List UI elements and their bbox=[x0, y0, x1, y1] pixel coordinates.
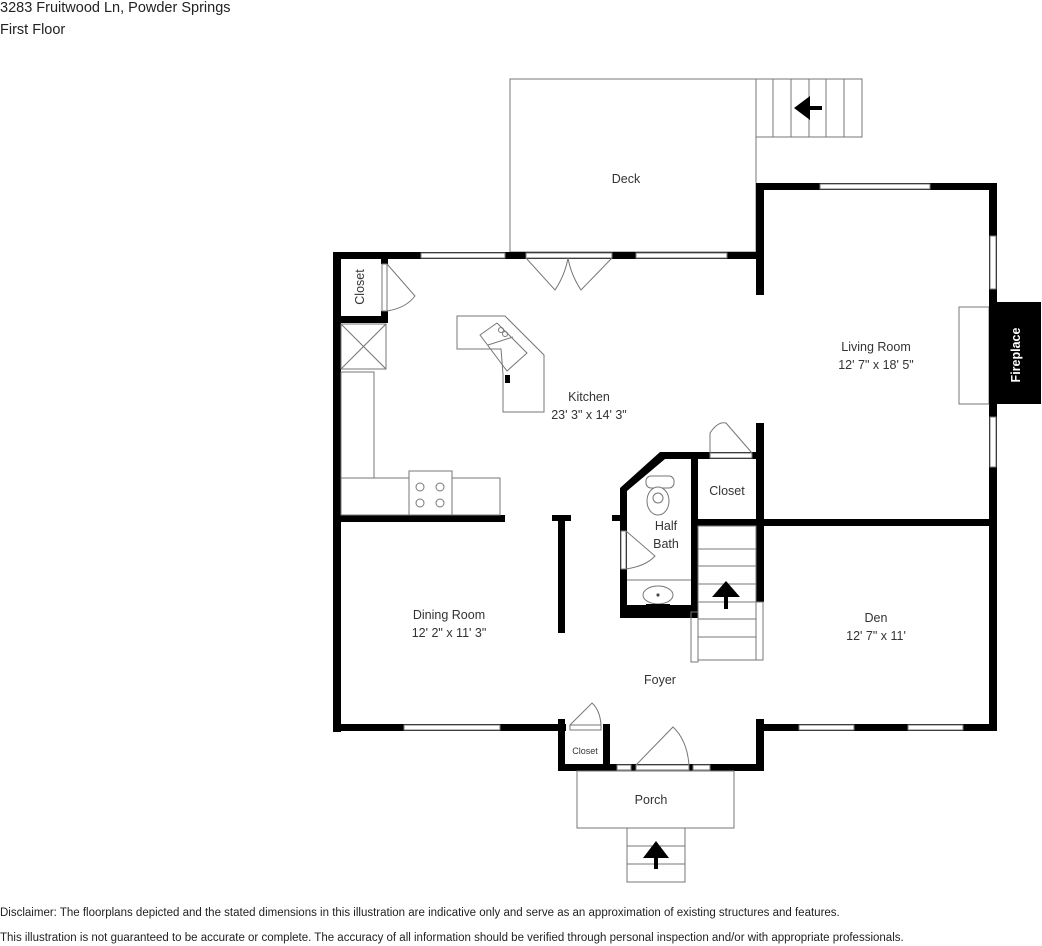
room-label-fireplace: Fireplace bbox=[1009, 328, 1023, 383]
porch bbox=[576, 770, 735, 883]
stove-icon bbox=[408, 470, 453, 516]
deck-stairs bbox=[755, 78, 863, 138]
room-dims-kitchen: 23' 3" x 14' 3" bbox=[551, 408, 627, 422]
room-label-half-bath-1: Half bbox=[655, 519, 678, 533]
deck: Deck bbox=[509, 78, 863, 253]
address-title: 3283 Fruitwood Ln, Powder Springs bbox=[0, 0, 231, 16]
room-dims-dining-room: 12' 2" x 11' 3" bbox=[412, 626, 487, 640]
room-label-dining-room: Dining Room bbox=[413, 608, 485, 622]
room-label-porch: Porch bbox=[635, 793, 668, 807]
porch-stairs bbox=[626, 827, 686, 883]
kitchen-fixtures bbox=[340, 315, 545, 516]
room-label-living-room: Living Room bbox=[841, 340, 910, 354]
disclaimer-line-2: This illustration is not guaranteed to b… bbox=[0, 932, 904, 944]
disclaimer-line-1: Disclaimer: The floorplans depicted and … bbox=[0, 907, 840, 919]
stairs-up-arrow-icon bbox=[712, 581, 740, 609]
floor-title: First Floor bbox=[0, 22, 66, 38]
room-label-deck: Deck bbox=[612, 172, 641, 186]
interior-stairs bbox=[690, 525, 764, 663]
room-label-hall-closet: Closet bbox=[709, 484, 745, 498]
fireplace: Fireplace bbox=[958, 302, 1041, 405]
room-label-den: Den bbox=[865, 611, 888, 625]
room-label-kitchen: Kitchen bbox=[568, 390, 610, 404]
doors bbox=[381, 252, 753, 771]
room-dims-living-room: 12' 7" x 18' 5" bbox=[838, 358, 914, 372]
room-label-kitchen-closet: Closet bbox=[353, 269, 367, 305]
room-dims-den: 12' 7" x 11' bbox=[846, 629, 906, 643]
room-label-foyer: Foyer bbox=[644, 673, 676, 687]
windows bbox=[403, 183, 997, 771]
half-bath-fixtures bbox=[627, 475, 691, 607]
bathroom-sink-icon bbox=[642, 585, 674, 607]
room-label-half-bath-2: Bath bbox=[653, 537, 679, 551]
room-label-foyer-closet: Closet bbox=[572, 746, 598, 756]
kitchen-sink-icon bbox=[479, 322, 528, 372]
stairs-direction-arrow-icon bbox=[794, 96, 822, 120]
toilet-icon bbox=[645, 475, 675, 516]
